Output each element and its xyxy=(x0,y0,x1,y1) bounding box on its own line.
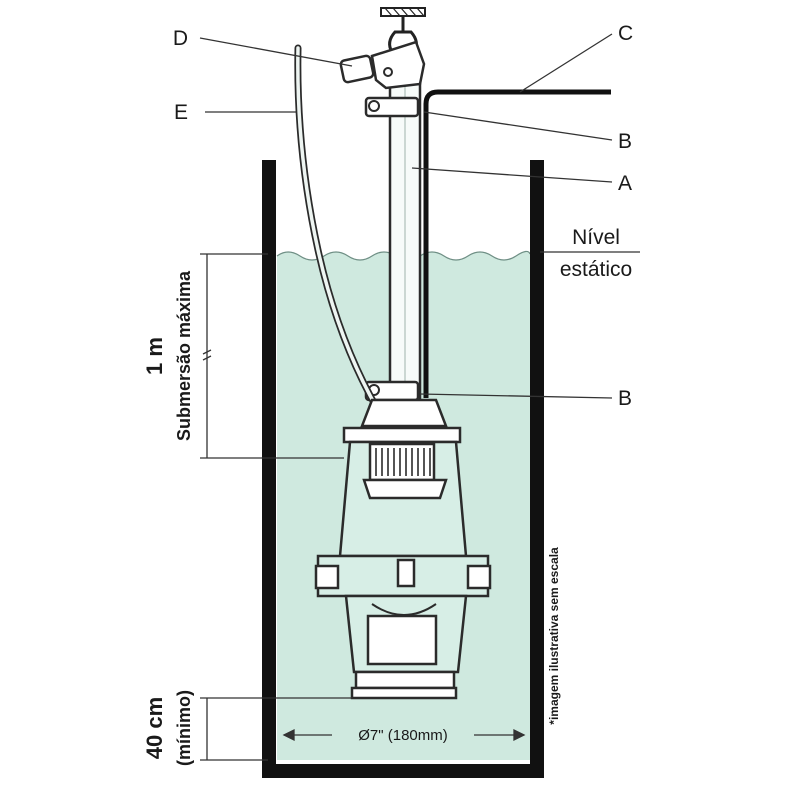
well-walls xyxy=(262,160,544,778)
leader-lines xyxy=(199,33,640,399)
support-cable xyxy=(423,89,611,398)
submersao-value: 1 m xyxy=(142,337,167,375)
minimo-text: (mínimo) xyxy=(174,690,194,766)
minimo-value: 40 cm xyxy=(142,697,167,759)
dimension-lines xyxy=(200,253,526,761)
diameter-label: Ø7" (180mm) xyxy=(358,727,448,744)
label-b-bottom: B xyxy=(618,387,632,410)
clamp-b-top xyxy=(364,96,420,118)
label-c: C xyxy=(618,22,633,45)
discharge-pipe xyxy=(388,70,422,404)
submersao-text: Submersão máxima xyxy=(174,270,194,441)
nivel-estatico-line2: estático xyxy=(560,258,632,281)
label-a: A xyxy=(618,172,632,195)
nivel-estatico-line1: Nível xyxy=(572,226,620,249)
disclaimer-text: *imagem ilustrativa sem escala xyxy=(547,547,561,725)
label-e: E xyxy=(174,101,188,124)
label-b-top: B xyxy=(618,130,632,153)
connector-d xyxy=(339,40,426,90)
label-d: D xyxy=(173,27,188,50)
pump-body xyxy=(314,398,492,700)
